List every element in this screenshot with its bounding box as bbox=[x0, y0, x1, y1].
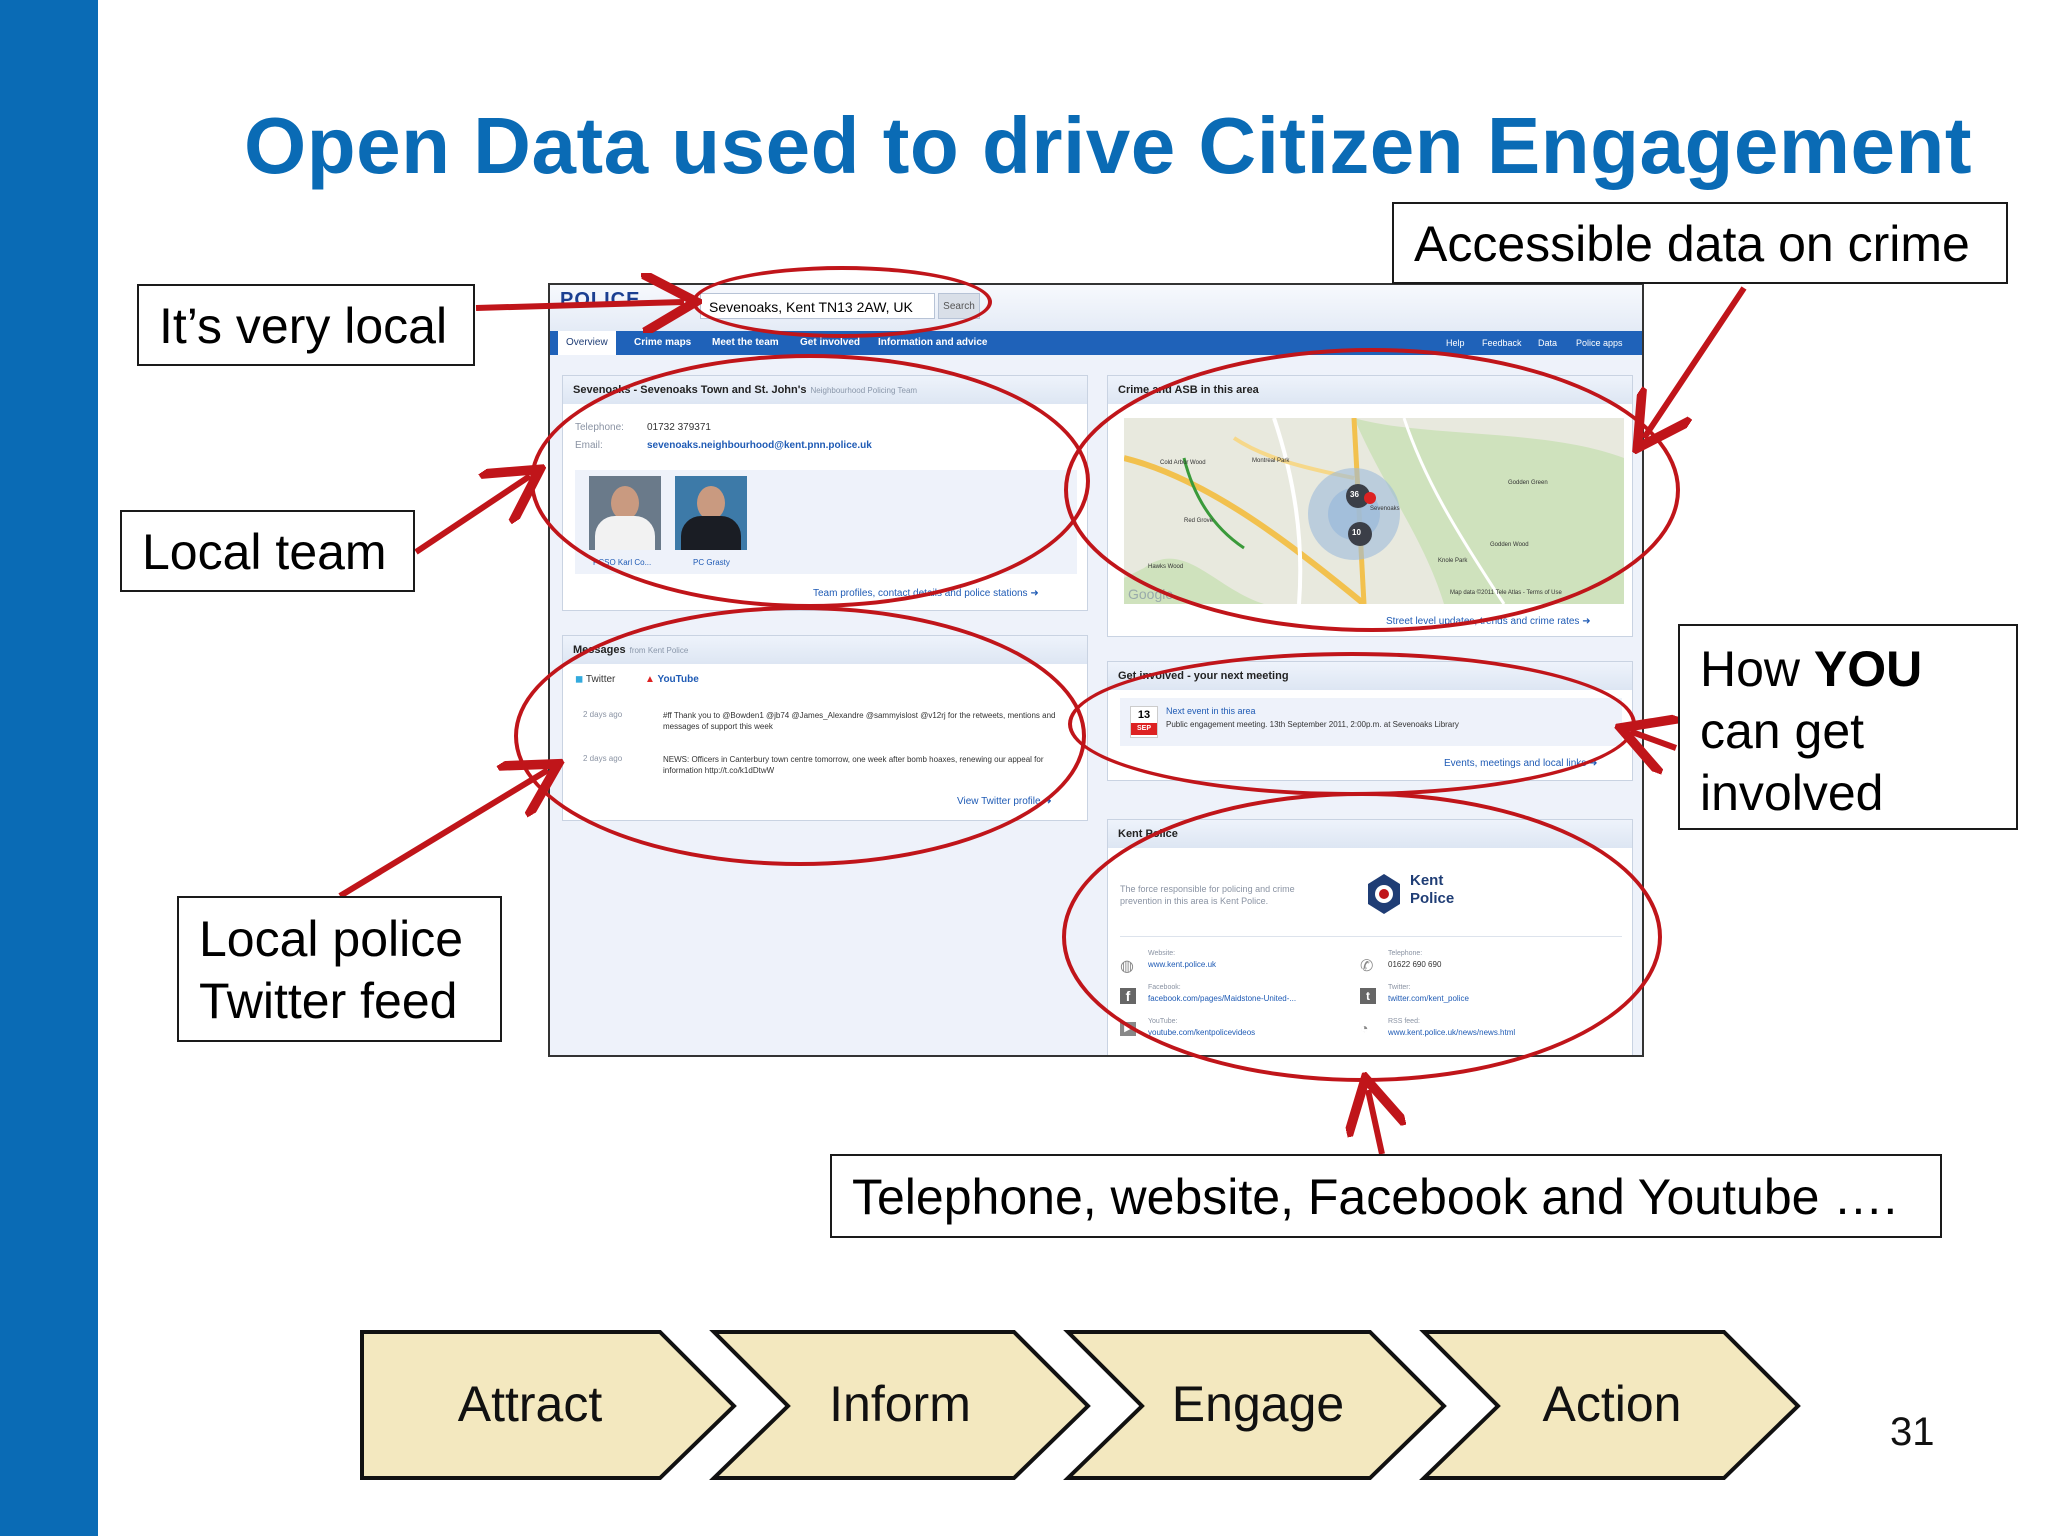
tab-get-involved[interactable]: Get involved bbox=[800, 337, 861, 348]
left-accent-bar bbox=[0, 0, 98, 1536]
flow-step-label: Inform bbox=[829, 1376, 971, 1432]
tab-overview[interactable]: Overview bbox=[558, 331, 616, 355]
arrow bbox=[414, 476, 530, 555]
arrow-circle-icon: ➜ bbox=[1030, 588, 1039, 599]
arrow bbox=[1644, 286, 1747, 438]
chevron-engage bbox=[1063, 1330, 1447, 1480]
nav-data[interactable]: Data bbox=[1538, 338, 1558, 348]
callout-contact-channels: Telephone, website, Facebook and Youtube… bbox=[830, 1154, 1942, 1238]
callout-get-involved: How YOU can get involved bbox=[1678, 624, 2018, 830]
nav-feedback[interactable]: Feedback bbox=[1482, 338, 1522, 348]
crime-highlight-ellipse bbox=[1064, 348, 1680, 632]
callout-very-local: It’s very local bbox=[137, 284, 475, 366]
arrow-circle-icon: ➜ bbox=[1582, 616, 1591, 627]
flow-step-label: Action bbox=[1542, 1376, 1682, 1432]
chevron-action bbox=[1419, 1330, 1801, 1480]
tab-information-advice[interactable]: Information and advice bbox=[878, 337, 988, 348]
flow-step-label: Attract bbox=[457, 1376, 603, 1432]
slide-title: Open Data used to drive Citizen Engageme… bbox=[244, 101, 1972, 190]
chevron-attract bbox=[360, 1330, 737, 1480]
chevron-inform bbox=[709, 1330, 1091, 1480]
arrow-circle-icon: ➜ bbox=[1589, 758, 1598, 769]
site-nav: Overview Crime maps Meet the team Get in… bbox=[550, 331, 1642, 355]
arrow bbox=[475, 302, 684, 308]
callout-crime-data: Accessible data on crime bbox=[1392, 202, 2008, 284]
callout-local-team: Local team bbox=[120, 510, 415, 592]
arrow bbox=[1368, 1090, 1382, 1155]
nav-help[interactable]: Help bbox=[1446, 338, 1465, 348]
arrow bbox=[338, 770, 548, 899]
flow-step-label: Engage bbox=[1171, 1376, 1345, 1432]
tab-meet-the-team[interactable]: Meet the team bbox=[712, 337, 779, 348]
arrow bbox=[1632, 732, 1676, 748]
nav-police-apps[interactable]: Police apps bbox=[1576, 338, 1623, 348]
tab-crime-maps[interactable]: Crime maps bbox=[634, 337, 692, 348]
page-number: 31 bbox=[1890, 1410, 1935, 1454]
arrow-circle-icon: ➜ bbox=[1043, 796, 1052, 807]
callout-twitter-feed: Local police Twitter feed bbox=[177, 896, 502, 1042]
